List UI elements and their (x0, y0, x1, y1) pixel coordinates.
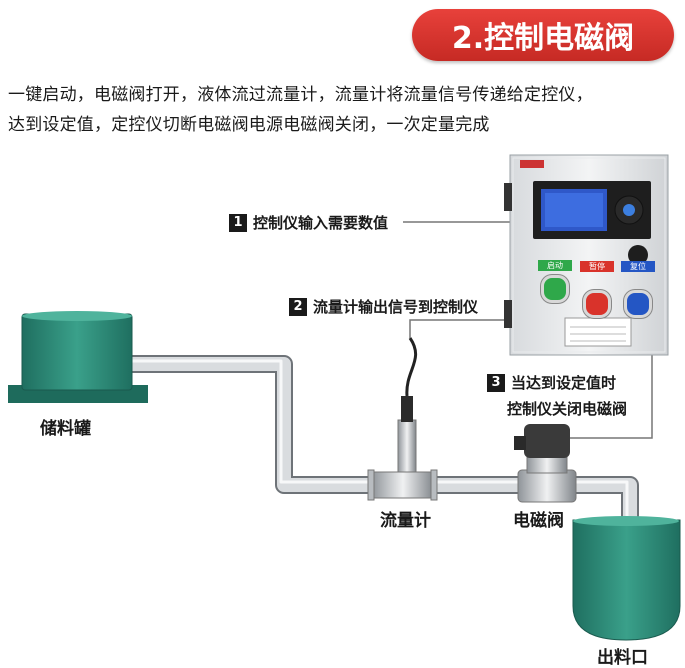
step-2-text: 流量计输出信号到控制仪 (313, 298, 479, 316)
step-2-number: 2 (289, 297, 307, 316)
step-2: 2 流量计输出信号到控制仪 (289, 296, 479, 317)
start-button-label: 启动 (538, 260, 572, 271)
step-3-text-line-1: 当达到设定值时 (511, 374, 617, 392)
section-title-badge: 2.控制电磁阀 (412, 9, 674, 61)
outlet-tank (572, 516, 681, 641)
step-1-text: 控制仪输入需要数值 (253, 214, 389, 232)
tank-label: 储料罐 (40, 419, 91, 439)
pause-button[interactable]: 暂停 (580, 261, 614, 318)
controller-cabinet (504, 154, 669, 356)
flowmeter-label: 流量计 (380, 511, 431, 531)
storage-tank (8, 311, 148, 403)
outlet-label: 出料口 (597, 648, 648, 668)
step-3-number: 3 (487, 374, 505, 392)
start-button[interactable]: 启动 (538, 260, 572, 303)
section-title: 2.控制电磁阀 (451, 21, 635, 56)
signal-line-flowmeter (409, 319, 510, 338)
pause-button-label: 暂停 (580, 261, 614, 272)
intro-text: 一键启动，电磁阀打开，液体流过流量计，流量计将流量信号传递给定控仪， 达到设定值… (8, 80, 680, 140)
valve-label: 电磁阀 (513, 511, 564, 531)
signal-line-valve (570, 352, 653, 439)
step-3-text-line-2: 控制仪关闭电磁阀 (507, 400, 628, 418)
reset-button[interactable]: 复位 (621, 261, 655, 318)
intro-line-2: 达到设定值，定控仪切断电磁阀电源电磁阀关闭，一次定量完成 (8, 115, 490, 135)
flowmeter (367, 337, 438, 501)
step-3: 3 当达到设定值时 控制仪关闭电磁阀 (487, 370, 628, 422)
step-1: 1 控制仪输入需要数值 (229, 212, 389, 233)
step-1-number: 1 (229, 213, 247, 232)
solenoid-valve (514, 424, 577, 503)
intro-line-1: 一键启动，电磁阀打开，液体流过流量计，流量计将流量信号传递给定控仪， (8, 85, 593, 105)
reset-button-label: 复位 (621, 261, 655, 272)
